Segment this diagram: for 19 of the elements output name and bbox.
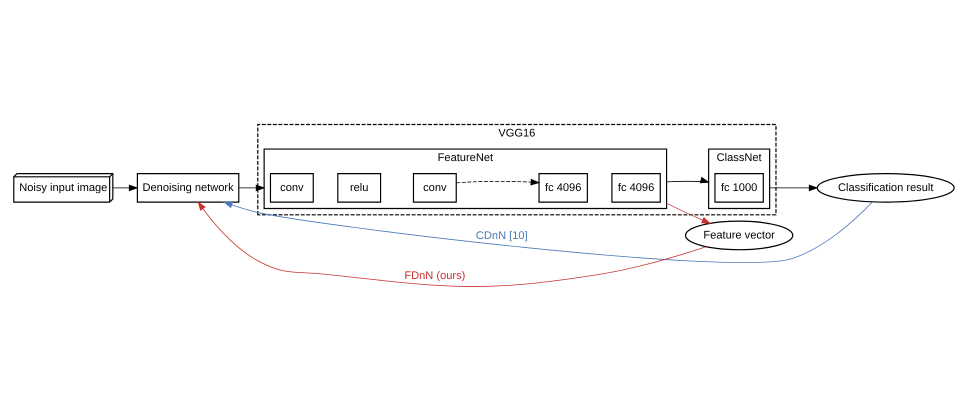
- edge-label: FDnN (ours): [404, 270, 465, 282]
- node-box: relu: [336, 173, 381, 203]
- edge-label: CDnN [10]: [475, 230, 528, 242]
- arrow: [222, 202, 872, 263]
- arrow: [455, 178, 540, 186]
- node-box: fc 1000: [714, 173, 764, 203]
- arrow: [768, 184, 818, 192]
- node-box: conv: [269, 173, 314, 203]
- arrow: [666, 202, 711, 224]
- arrow: [666, 176, 710, 184]
- arrow: [112, 184, 138, 192]
- node-box: fc 4096: [538, 173, 588, 203]
- node-box: Denoising network: [136, 173, 239, 203]
- arrow: [238, 184, 265, 192]
- node-ellipse: Feature vector: [684, 220, 793, 250]
- node-box: fc 4096: [610, 173, 660, 203]
- node-ellipse: Classification result: [816, 173, 954, 203]
- arrow: [197, 201, 706, 287]
- node-box: conv: [412, 173, 456, 203]
